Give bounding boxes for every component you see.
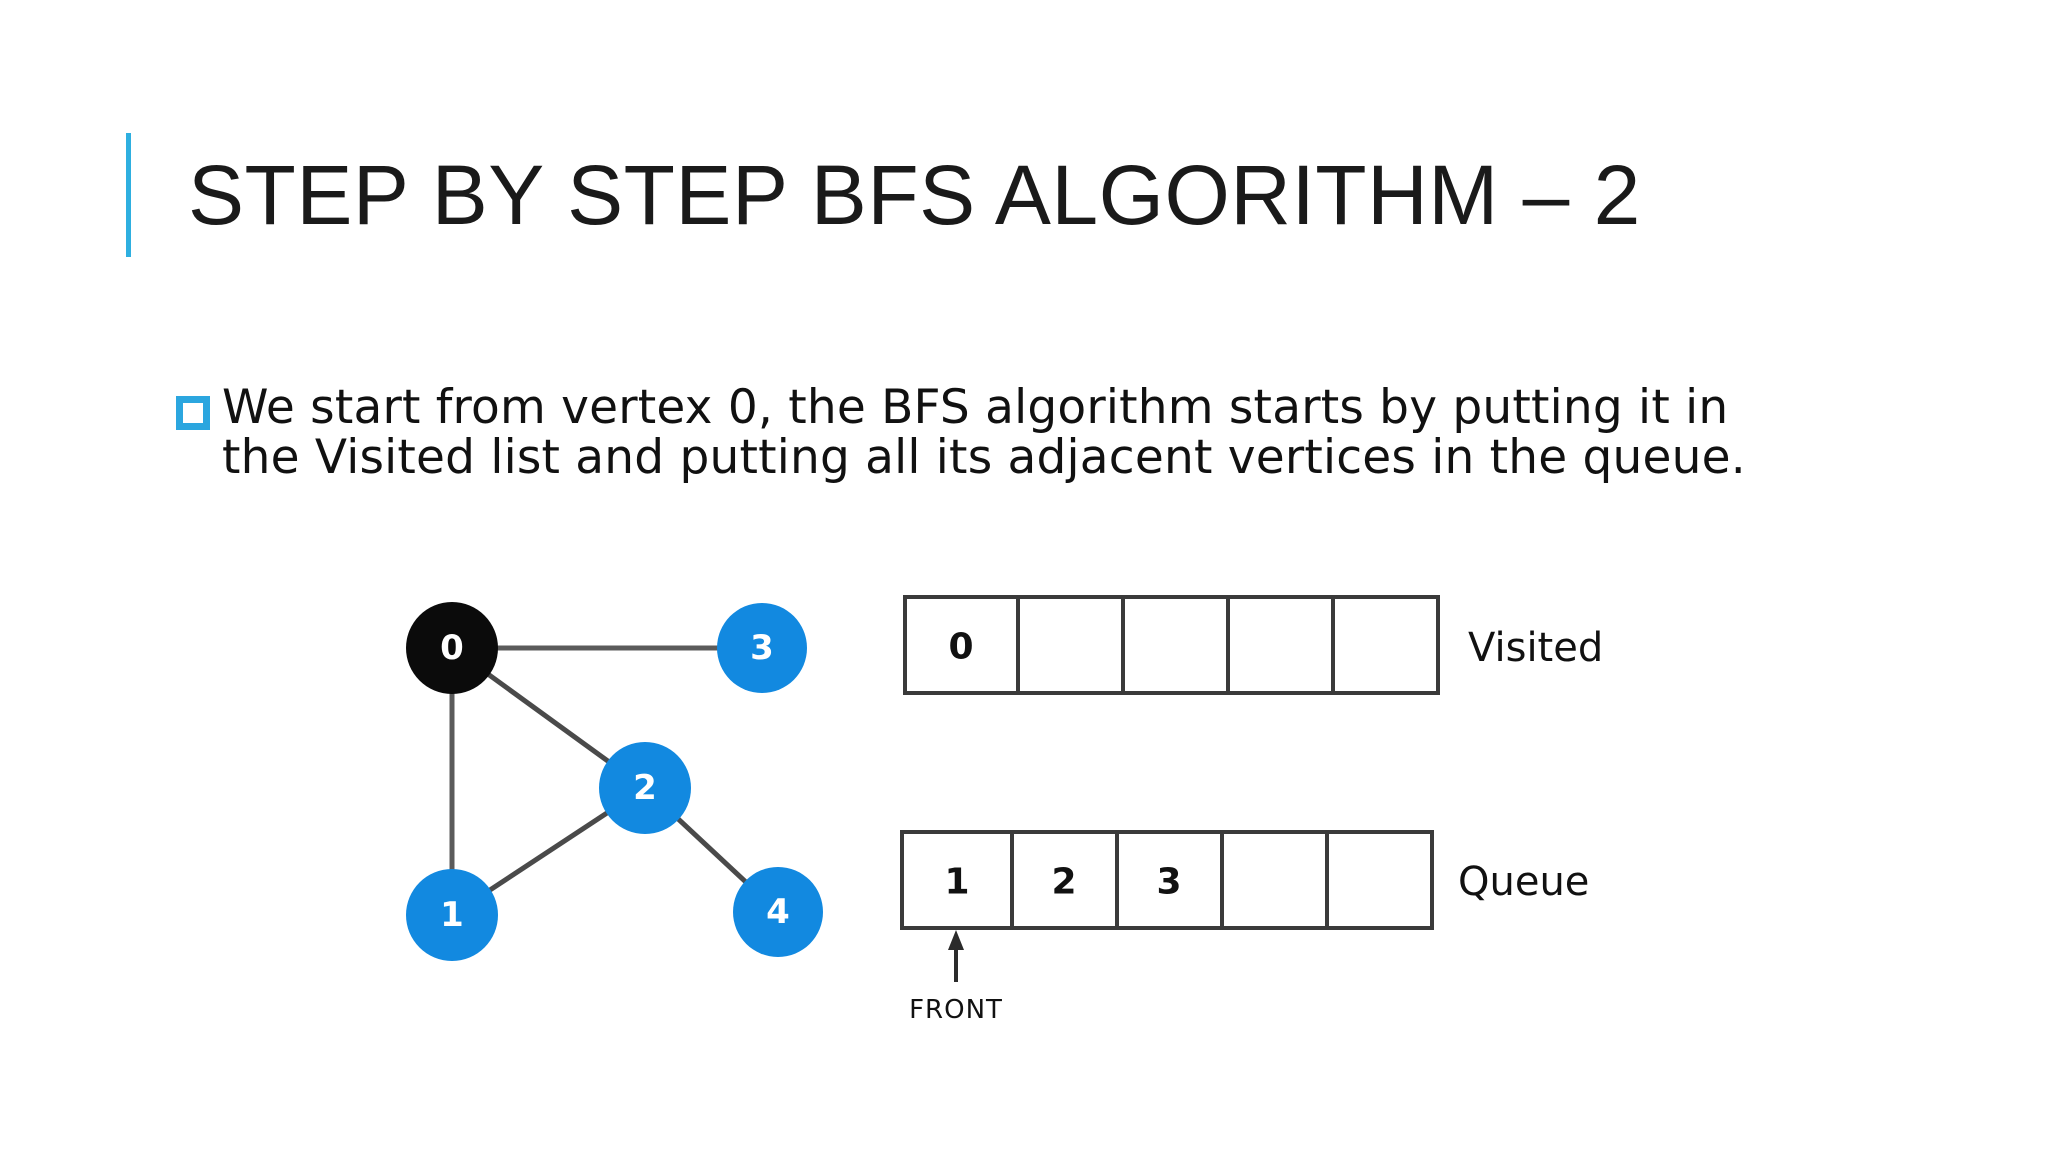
bfs-figure: 0 3 2 1 4 <box>390 590 1630 1050</box>
visited-cell-0-value: 0 <box>948 627 973 668</box>
graph-node-2[interactable]: 2 <box>599 742 691 834</box>
title-accent-bar <box>126 133 131 257</box>
visited-cell-1 <box>1016 595 1125 695</box>
visited-cell-2 <box>1121 595 1230 695</box>
visited-array-label: Visited <box>1468 625 1603 671</box>
graph-node-3[interactable]: 3 <box>717 603 807 693</box>
queue-cell-3 <box>1220 830 1329 930</box>
graph-node-4-label: 4 <box>766 892 790 932</box>
visited-cell-4 <box>1331 595 1440 695</box>
queue-cell-2-value: 3 <box>1156 862 1181 903</box>
graph-node-4[interactable]: 4 <box>733 867 823 957</box>
body-content: We start from vertex 0, the BFS algorith… <box>176 383 1816 563</box>
graph-node-0-label: 0 <box>440 628 464 668</box>
queue-cell-4 <box>1325 830 1434 930</box>
queue-array-cells <box>900 830 1434 930</box>
queue-cell-0-value: 1 <box>944 862 969 903</box>
queue-cell-1-value: 2 <box>1051 862 1076 903</box>
queue-array-label: Queue <box>1458 859 1589 905</box>
list-item: We start from vertex 0, the BFS algorith… <box>176 383 1816 483</box>
queue-array: 1 2 3 Queue FRONT <box>900 830 1589 1025</box>
graph-node-0[interactable]: 0 <box>406 602 498 694</box>
visited-cell-0 <box>903 595 1020 695</box>
visited-array-cells <box>903 595 1440 695</box>
visited-cell-3 <box>1226 595 1335 695</box>
page-title: STEP BY STEP BFS ALGORITHM – 2 <box>188 148 1641 242</box>
front-pointer-label: FRONT <box>909 995 1003 1025</box>
graph-node-1-label: 1 <box>440 895 464 935</box>
hollow-square-bullet-icon <box>176 396 210 430</box>
graph-node-1[interactable]: 1 <box>406 869 498 961</box>
slide-title-block: STEP BY STEP BFS ALGORITHM – 2 <box>126 133 1926 257</box>
queue-front-pointer: FRONT <box>909 930 1003 1025</box>
queue-cell-1 <box>1010 830 1119 930</box>
visited-array: 0 Visited <box>903 595 1603 695</box>
graph-nodes: 0 3 2 1 4 <box>406 602 823 961</box>
front-arrow-head <box>948 930 964 950</box>
graph-node-3-label: 3 <box>750 628 774 668</box>
bullet-text: We start from vertex 0, the BFS algorith… <box>222 383 1746 485</box>
graph-node-2-label: 2 <box>633 768 657 808</box>
